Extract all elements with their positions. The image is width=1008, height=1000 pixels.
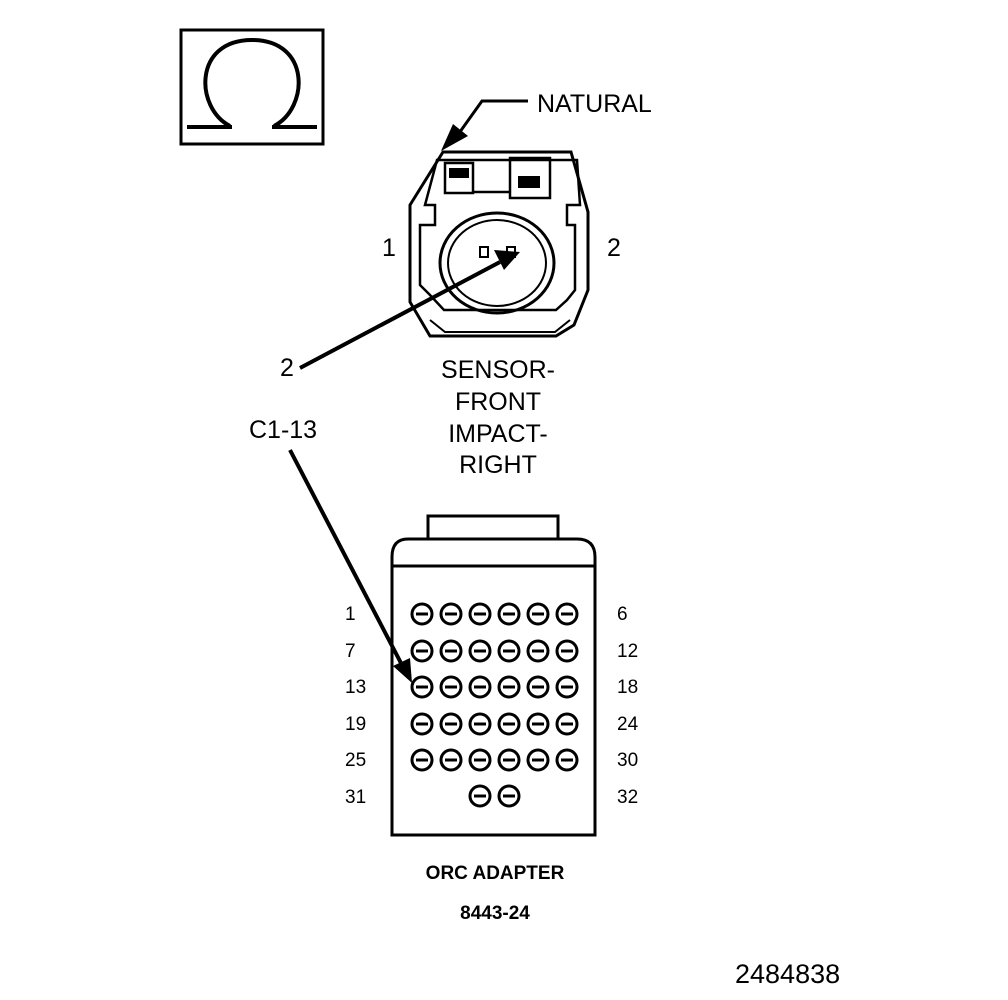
adapter-pin-2 bbox=[439, 602, 463, 626]
row-label-left-7: 7 bbox=[345, 641, 356, 662]
row-label-right-18: 18 bbox=[617, 677, 639, 698]
row-label-right-6: 6 bbox=[617, 604, 628, 625]
sensor-pin-1-label: 1 bbox=[382, 234, 396, 262]
adapter-pin-4 bbox=[497, 602, 521, 626]
adapter-pin-6 bbox=[555, 602, 579, 626]
row-label-left-13: 13 bbox=[345, 677, 367, 698]
adapter-pin-20 bbox=[439, 712, 463, 736]
adapter-pin-31 bbox=[468, 784, 492, 808]
pin2-callout-arrowhead bbox=[494, 250, 520, 270]
row-label-right-32: 32 bbox=[617, 787, 639, 808]
adapter-pin-8 bbox=[439, 639, 463, 663]
row-label-left-31: 31 bbox=[345, 787, 367, 808]
adapter-pin-15 bbox=[468, 675, 492, 699]
sensor-name-line-2: FRONT bbox=[454, 388, 542, 416]
adapter-pin-24 bbox=[555, 712, 579, 736]
adapter-pin-17 bbox=[526, 675, 550, 699]
row-label-right-12: 12 bbox=[617, 641, 639, 662]
adapter-pin-19 bbox=[410, 712, 434, 736]
row-label-right-24: 24 bbox=[617, 714, 639, 735]
adapter-pin-28 bbox=[497, 748, 521, 772]
adapter-pin-13 bbox=[410, 675, 434, 699]
adapter-pin-5 bbox=[526, 602, 550, 626]
row-label-left-1: 1 bbox=[345, 604, 356, 625]
adapter-pin-18 bbox=[555, 675, 579, 699]
sensor-name-line-4: RIGHT bbox=[459, 451, 537, 479]
ohm-icon bbox=[187, 37, 317, 129]
pin2-callout-line bbox=[299, 260, 501, 370]
adapter-pin-14 bbox=[439, 675, 463, 699]
row-label-left-25: 25 bbox=[345, 750, 367, 771]
adapter-pin-32 bbox=[497, 784, 521, 808]
orc-adapter-part-number: 8443-24 bbox=[460, 903, 530, 924]
adapter-pin-1 bbox=[410, 602, 434, 626]
adapter-pin-10 bbox=[497, 639, 521, 663]
adapter-pin-27 bbox=[468, 748, 492, 772]
adapter-pin-25 bbox=[410, 748, 434, 772]
sensor-name-line-1: SENSOR- bbox=[441, 356, 555, 384]
adapter-pin-23 bbox=[526, 712, 550, 736]
adapter-pin-29 bbox=[526, 748, 550, 772]
adapter-pin-7 bbox=[410, 639, 434, 663]
natural-leader-line bbox=[455, 99, 528, 137]
adapter-pin-9 bbox=[468, 639, 492, 663]
c1-13-callout-line bbox=[288, 449, 404, 666]
adapter-pin-12 bbox=[555, 639, 579, 663]
row-label-right-30: 30 bbox=[617, 750, 639, 771]
natural-leader-arrowhead bbox=[441, 124, 468, 151]
natural-color-label: NATURAL bbox=[537, 90, 652, 118]
adapter-pin-30 bbox=[555, 748, 579, 772]
row-label-left-19: 19 bbox=[345, 714, 367, 735]
adapter-pin-26 bbox=[439, 748, 463, 772]
adapter-pin-3 bbox=[468, 602, 492, 626]
figure-id: 2484838 bbox=[735, 959, 841, 989]
adapter-pin-16 bbox=[497, 675, 521, 699]
sensor-callout-pin-label: 2 bbox=[280, 354, 294, 382]
c1-13-callout-label: C1-13 bbox=[249, 416, 318, 444]
adapter-pin-grid bbox=[410, 602, 579, 808]
sensor-pin-2-label: 2 bbox=[607, 234, 621, 262]
adapter-pin-11 bbox=[526, 639, 550, 663]
c1-13-callout-arrowhead bbox=[393, 658, 412, 683]
adapter-pin-22 bbox=[497, 712, 521, 736]
sensor-name-line-3: IMPACT- bbox=[448, 420, 548, 448]
adapter-pin-21 bbox=[468, 712, 492, 736]
orc-adapter-name: ORC ADAPTER bbox=[425, 863, 565, 884]
